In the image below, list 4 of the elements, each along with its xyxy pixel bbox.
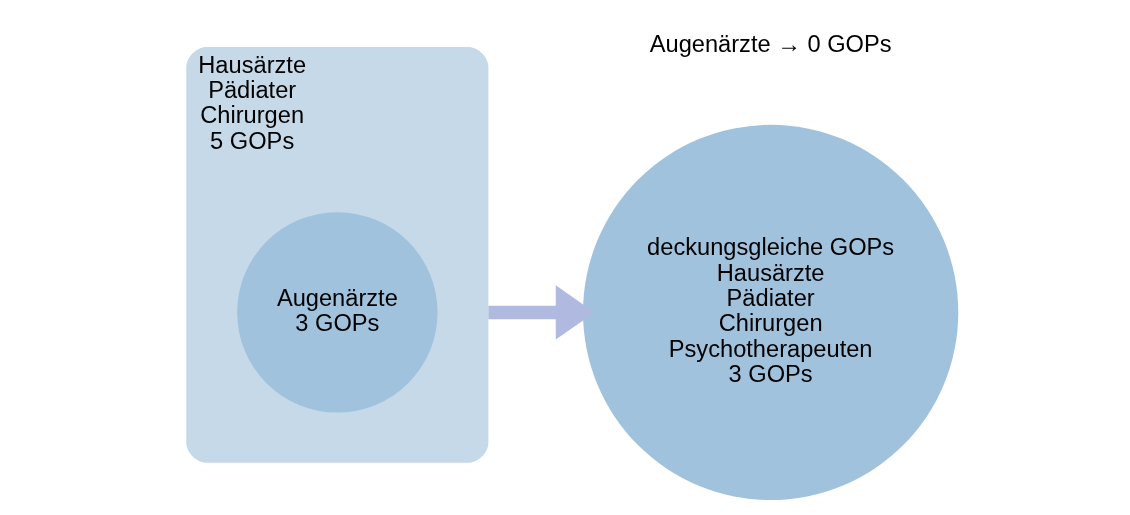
- node-circle: Augenärzte 3 GOPs: [236, 212, 438, 413]
- node-label: Augenärzte → 0 GOPs: [649, 30, 892, 57]
- arrow: [487, 285, 595, 340]
- node-circle: deckungsgleiche GOPs Hausärzte Pädiater Chirurgen Psychotherapeuten 3 GOPs: [582, 124, 958, 500]
